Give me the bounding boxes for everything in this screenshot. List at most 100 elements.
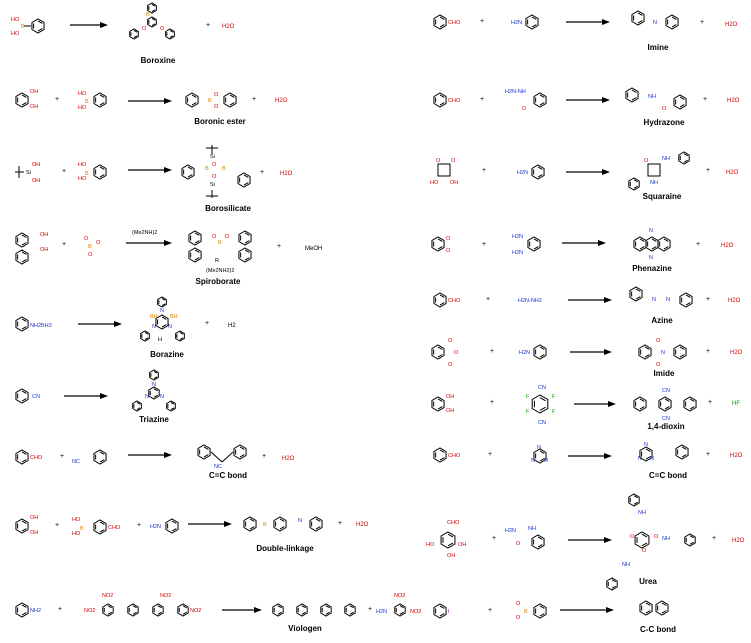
atom-label: N xyxy=(298,518,302,524)
plus-sign: + xyxy=(700,19,704,26)
double-bond xyxy=(229,94,235,98)
product-label-borazine: Borazine xyxy=(150,350,184,359)
reactant-benzaldehyde: CHO xyxy=(15,449,43,465)
atom-label: B xyxy=(21,24,25,30)
arrow-phenazine xyxy=(562,240,606,246)
triazine-core xyxy=(148,386,160,400)
byproduct-formula: H2O xyxy=(222,24,235,30)
product-label-boroxine: Boroxine xyxy=(141,56,176,65)
atom-label: B xyxy=(88,244,92,250)
benzene-ring xyxy=(223,92,237,108)
byproduct-boronic-ester: H2O xyxy=(275,98,288,104)
double-bond xyxy=(21,451,27,455)
benzene-ring xyxy=(527,236,541,252)
double-bond xyxy=(631,97,637,101)
squaraine-ring xyxy=(647,163,661,177)
double-bond xyxy=(439,16,445,20)
atom-label: O xyxy=(88,252,93,258)
benzene-ring xyxy=(238,230,252,246)
double-bond xyxy=(21,604,27,608)
byproduct-dioxin: HF xyxy=(732,401,740,407)
double-bond xyxy=(685,302,691,306)
product-label-double-linkage: Double-linkage xyxy=(256,544,314,553)
benzene-ring xyxy=(533,92,547,108)
plus-sign: + xyxy=(706,296,710,303)
atom-label: N xyxy=(145,394,149,400)
benzene-ring xyxy=(15,232,29,248)
byproduct-squaraine: H2O xyxy=(726,170,739,176)
reactant-benzohydrazide: H2N-NHO xyxy=(505,89,547,112)
atom-label: H2N xyxy=(150,524,161,530)
atom-label: N xyxy=(649,228,653,234)
plus-sign: + xyxy=(205,320,209,327)
double-bond xyxy=(447,533,454,538)
double-bond xyxy=(161,297,166,301)
benzene-ring xyxy=(165,28,175,40)
benzene-ring xyxy=(237,172,251,188)
atom-label: NH2 xyxy=(30,608,41,614)
double-bond xyxy=(157,611,162,615)
double-bond xyxy=(37,20,43,24)
double-bond xyxy=(633,495,638,499)
benzene-ring xyxy=(639,446,653,462)
atom-label: HO xyxy=(78,162,87,168)
atom-label: CHO xyxy=(30,455,43,461)
atom-label: CHO xyxy=(448,298,461,304)
atom-label: HO xyxy=(426,542,435,548)
atom-label: N xyxy=(661,350,665,356)
double-bond xyxy=(631,89,637,93)
double-bond xyxy=(325,611,330,615)
double-bond xyxy=(99,459,105,463)
double-bond xyxy=(661,610,667,614)
reactant-aniline-imine: H2N xyxy=(511,14,539,30)
benzene-ring xyxy=(165,518,179,534)
double-bond xyxy=(671,24,677,28)
benzene-ring xyxy=(157,296,167,308)
reactant-benzoquinone: OO xyxy=(431,236,451,254)
benzene-ring xyxy=(673,94,687,110)
double-bond xyxy=(539,346,545,350)
atom-label: N xyxy=(544,458,548,464)
double-bond xyxy=(539,605,545,609)
atom-label: NC xyxy=(72,459,80,465)
plus-sign: + xyxy=(492,535,496,542)
arrow-double-linkage xyxy=(188,521,232,527)
benzene-ring xyxy=(15,92,29,108)
double-bond xyxy=(325,605,330,609)
double-bond xyxy=(639,406,645,410)
byproduct-boroxine: H2O xyxy=(222,24,235,30)
benzene-ring xyxy=(188,247,202,263)
double-bond xyxy=(537,544,543,548)
benzene-ring xyxy=(166,400,176,412)
byproduct-formula: H2O xyxy=(356,522,369,528)
double-bond xyxy=(151,9,156,13)
atom-label: NH xyxy=(650,180,658,186)
double-bond xyxy=(315,526,321,530)
product-label-phenazine: Phenazine xyxy=(632,264,672,273)
atom-label: O xyxy=(656,338,661,344)
atom-label: NH xyxy=(528,526,536,532)
plus-sign: + xyxy=(706,451,710,458)
plus-sign: + xyxy=(706,167,710,174)
counter-ion: (Me2NH2)2 xyxy=(206,268,234,274)
double-bond xyxy=(644,354,650,358)
double-bond xyxy=(439,294,445,298)
double-bond xyxy=(633,501,638,505)
double-bond xyxy=(539,406,546,411)
reactant-phenylacetonitrile: NC xyxy=(72,449,107,465)
atom-label: H2N-NH2 xyxy=(518,298,542,304)
double-bond xyxy=(645,602,651,606)
atom-label: Si xyxy=(210,154,215,160)
double-bond xyxy=(437,398,443,402)
reactant-benzaldehyde-hydrazone: CHO xyxy=(433,92,461,108)
atom-label: N xyxy=(160,394,164,400)
arrow-boronic-ester xyxy=(128,98,172,104)
benzene-ring xyxy=(15,602,29,618)
atom-label: N xyxy=(649,255,653,261)
double-bond xyxy=(447,542,454,547)
atom-label: NO2 xyxy=(190,608,201,614)
